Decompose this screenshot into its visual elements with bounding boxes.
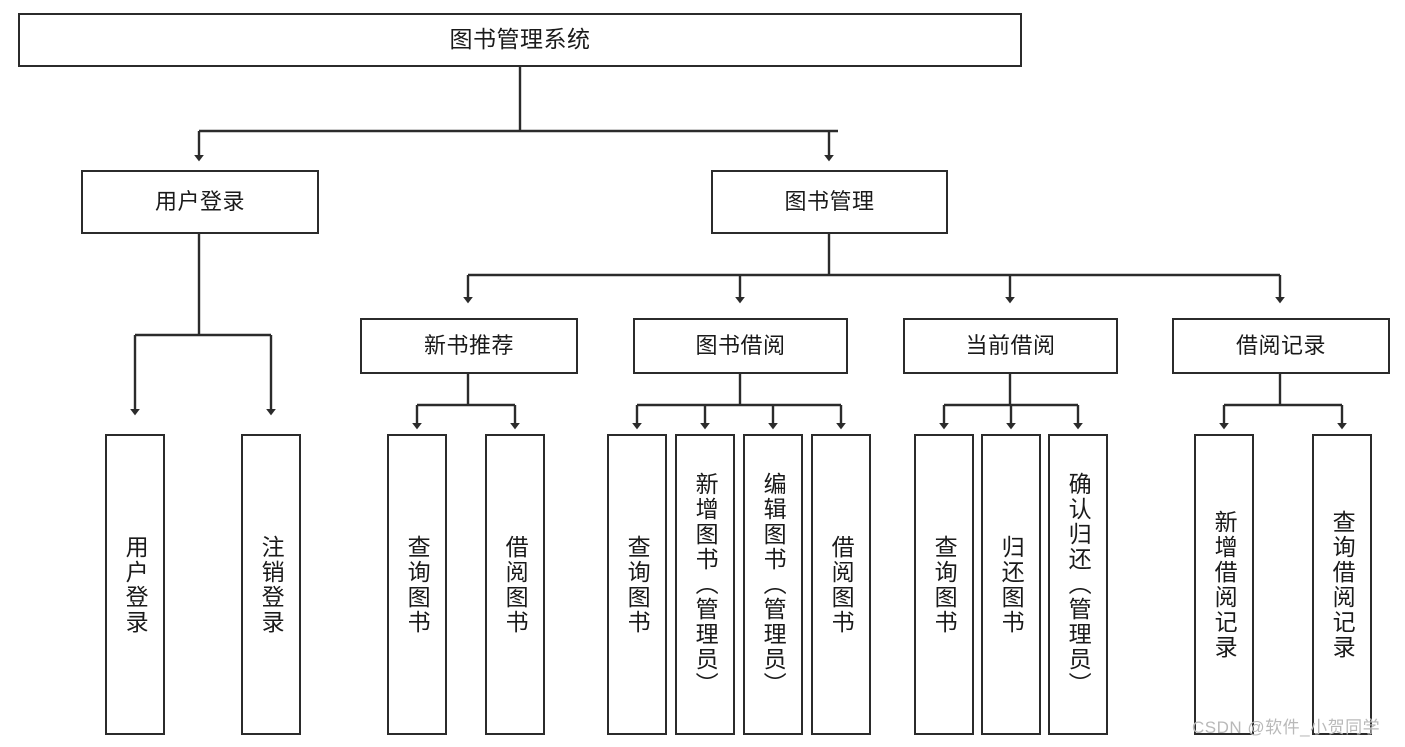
leaf-current-query-book[interactable]: 查询图书	[914, 434, 974, 735]
leaf-record-query[interactable]: 查询借阅记录	[1312, 434, 1372, 735]
node-label: 用户登录	[122, 534, 149, 635]
leaf-borrow-add-book-admin[interactable]: 新增图书（管理员）	[675, 434, 735, 735]
node-label: 查询图书	[404, 534, 431, 635]
node-label: 查询图书	[624, 534, 651, 635]
node-label: 借阅图书	[828, 534, 855, 635]
node-label: 用户登录	[154, 189, 245, 215]
node-new-book-recommend[interactable]: 新书推荐	[360, 318, 578, 374]
node-label: 查询图书	[931, 534, 958, 635]
node-label: 新增借阅记录	[1211, 509, 1238, 660]
node-label: 图书借阅	[695, 333, 786, 359]
node-label: 图书管理	[784, 189, 875, 215]
node-label: 新书推荐	[423, 333, 514, 359]
node-label: 归还图书	[998, 534, 1025, 635]
node-label: 查询借阅记录	[1329, 509, 1356, 660]
node-label: 注销登录	[258, 534, 285, 635]
leaf-current-return-book[interactable]: 归还图书	[981, 434, 1041, 735]
leaf-borrow-edit-book-admin[interactable]: 编辑图书（管理员）	[743, 434, 803, 735]
leaf-recommend-borrow-book[interactable]: 借阅图书	[485, 434, 545, 735]
leaf-record-add[interactable]: 新增借阅记录	[1194, 434, 1254, 735]
leaf-user-login[interactable]: 用户登录	[105, 434, 165, 735]
leaf-user-logout[interactable]: 注销登录	[241, 434, 301, 735]
node-user-login[interactable]: 用户登录	[81, 170, 319, 234]
leaf-borrow-query-book[interactable]: 查询图书	[607, 434, 667, 735]
node-root-system[interactable]: 图书管理系统	[18, 13, 1022, 67]
node-label: 确认归还（管理员）	[1065, 472, 1092, 697]
node-book-borrow[interactable]: 图书借阅	[633, 318, 848, 374]
leaf-borrow-borrow-book[interactable]: 借阅图书	[811, 434, 871, 735]
leaf-current-confirm-return-admin[interactable]: 确认归还（管理员）	[1048, 434, 1108, 735]
node-label: 借阅图书	[502, 534, 529, 635]
leaf-recommend-query-book[interactable]: 查询图书	[387, 434, 447, 735]
node-book-management[interactable]: 图书管理	[711, 170, 948, 234]
node-label: 编辑图书（管理员）	[760, 472, 787, 697]
csdn-watermark: CSDN @软件_小贺同学	[1192, 718, 1381, 737]
node-label: 借阅记录	[1235, 333, 1326, 359]
node-borrow-record[interactable]: 借阅记录	[1172, 318, 1390, 374]
node-current-borrow[interactable]: 当前借阅	[903, 318, 1118, 374]
node-label: 新增图书（管理员）	[692, 472, 719, 697]
node-label: 当前借阅	[965, 333, 1056, 359]
node-label: 图书管理系统	[449, 26, 591, 53]
